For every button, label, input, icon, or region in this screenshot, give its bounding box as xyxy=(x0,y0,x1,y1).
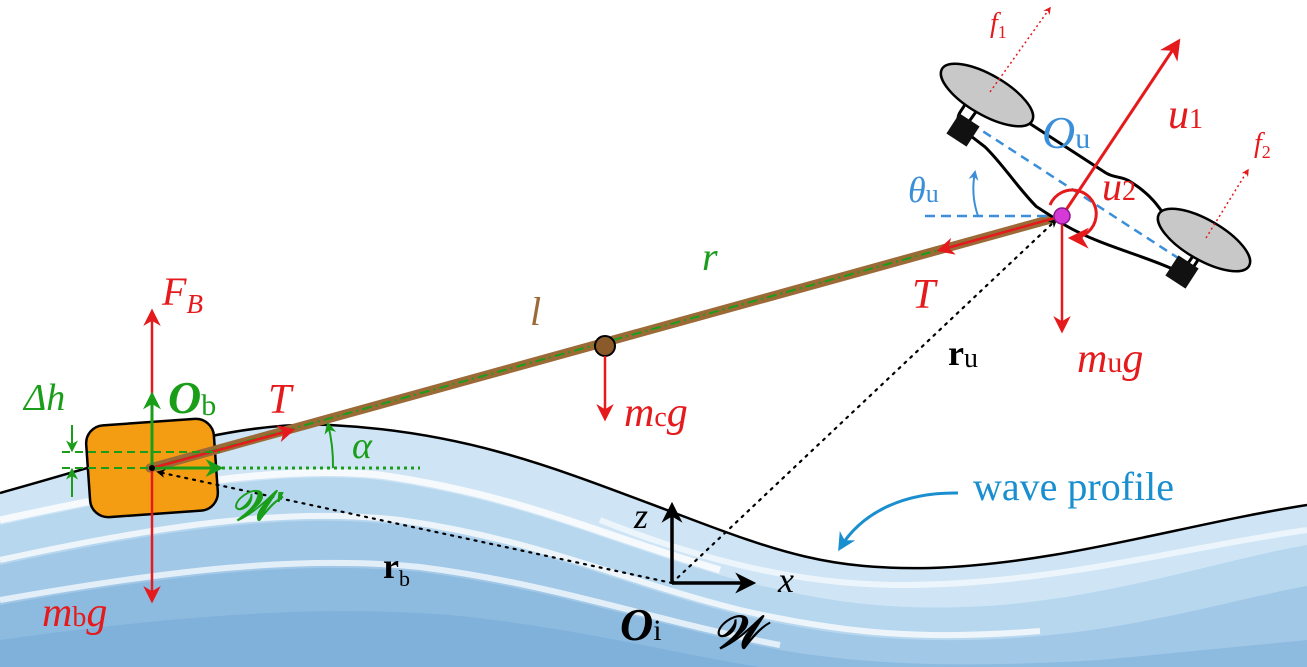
control-u2-moment xyxy=(1048,188,1098,249)
inertial-origin-label: Oi xyxy=(620,599,662,650)
uav-origin-label: Ou xyxy=(1042,107,1090,158)
ru-label: ru xyxy=(948,333,978,374)
buoyancy-label: FB xyxy=(161,269,203,319)
uav-body-axis xyxy=(970,122,1190,267)
tension-uav-arrow xyxy=(936,214,1063,255)
alpha-angle-arc xyxy=(324,421,337,469)
cable-center-mass xyxy=(594,335,616,357)
propeller-right xyxy=(1156,207,1252,273)
boat-weight-label: mbg xyxy=(42,590,107,636)
rotor-left xyxy=(939,6,1051,147)
motor-left xyxy=(946,113,980,147)
alpha-label: α xyxy=(352,425,373,467)
control-u1-arrow xyxy=(1060,38,1181,217)
u2-label: u2 xyxy=(1102,164,1136,209)
f1-label: f1 xyxy=(990,8,1007,42)
delta-h-label: Δh xyxy=(22,377,65,419)
tension-uav-label: T xyxy=(912,272,938,318)
uav-weight-label: mug xyxy=(1077,336,1143,382)
cable-weight-label: mcg xyxy=(624,390,688,436)
position-vector-ru xyxy=(670,218,1058,585)
cable-vector-r xyxy=(149,213,1061,469)
thrust-f1-arrow xyxy=(989,6,1051,93)
rb-label: rb xyxy=(383,546,410,591)
boat-origin-label: Ob xyxy=(168,372,216,423)
wave-profile-label: wave profile xyxy=(973,464,1174,509)
inertial-x-label: x xyxy=(777,560,794,600)
theta-angle-arc xyxy=(968,170,979,217)
f2-label: f2 xyxy=(1254,128,1271,162)
thrust-f2-arrow xyxy=(1205,168,1249,239)
cable-vector-label: r xyxy=(702,234,718,279)
delta-h-marker xyxy=(62,425,220,497)
boat-frame-label: 𝒲′ xyxy=(230,484,286,530)
motor-right xyxy=(1165,255,1199,289)
tension-boat-arrow xyxy=(151,425,296,470)
position-vector-rb xyxy=(156,469,674,585)
propeller-left xyxy=(939,62,1035,128)
tension-boat-label: T xyxy=(268,377,294,423)
boat-attachment-point xyxy=(149,465,155,471)
cable-length-label: l xyxy=(530,289,541,334)
theta-label: θu xyxy=(908,170,939,210)
uav-attachment-point xyxy=(1053,207,1071,225)
rotor-right xyxy=(1156,168,1252,289)
inertial-z-label: z xyxy=(633,496,648,536)
u1-label: u1 xyxy=(1168,92,1203,138)
wave-profile-pointer xyxy=(838,491,959,552)
